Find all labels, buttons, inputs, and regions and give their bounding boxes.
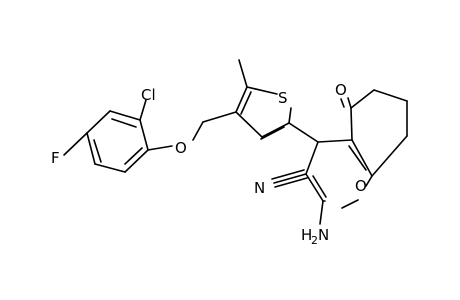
atom-nh2: H 2 N [301,226,329,247]
bond [317,139,353,143]
atom-o-pyran: O [355,177,367,195]
bond-c-o-ether [147,145,173,151]
bond [371,135,408,177]
bond [261,122,290,138]
atom-label-o-pyran: O [355,177,367,195]
bond-c-cl [139,99,147,121]
bond [288,107,292,124]
atom-label-f: F [51,149,60,167]
bond [312,175,327,198]
bond [111,118,137,128]
bond [86,132,96,165]
bond [351,139,373,177]
atom-label-nh2-n: N [318,226,329,244]
bond [235,111,263,138]
atom-n-nitrile: N [254,179,265,197]
bond-nitrile [273,173,307,184]
bond [235,86,248,113]
bond [305,141,319,175]
bond-methyl [238,59,248,88]
bond [240,91,252,115]
atom-f: F [51,149,60,167]
chlorofluorophenyl-ring [86,110,149,173]
bond-c-o-ketone [340,98,345,108]
bond [139,119,149,151]
bond [373,89,408,102]
atom-s: S [278,89,288,107]
bond [350,107,353,141]
bond-ch2-thiophene [202,111,237,123]
bond [93,139,102,163]
bond [109,110,141,121]
atom-o-ketone: O [335,81,347,99]
thiophene-ring [235,86,292,140]
atom-label-nh2-sub: 2 [311,234,318,247]
bond-nitrile [274,177,308,188]
bond [350,89,375,109]
bond-nitrile [271,169,305,180]
bond [124,149,149,173]
bond [260,126,285,140]
bond-thiophene-c4 [288,122,319,143]
atom-label-nh2-h: H [301,226,312,244]
bond [246,86,278,95]
atom-cl: Cl [141,86,156,104]
atom-label-cl: Cl [141,86,156,104]
bond-c-o-ketone [347,97,352,109]
bond [341,199,359,209]
atom-label-n: N [254,179,265,197]
bond [365,175,373,187]
cyclohexanone-ring [350,89,408,177]
bond [124,147,143,165]
atom-label-s: S [278,89,288,107]
bond [86,110,111,134]
atom-label-o-ketone: O [335,81,347,99]
bond [348,145,367,171]
pyran-ring [305,139,373,209]
bond-c-nh2 [319,200,324,225]
bond-o-ch2 [192,121,204,141]
bond-c-f [63,132,88,156]
bond [94,163,126,173]
atom-label-o-ether: O [175,139,187,157]
bond [305,173,324,202]
atom-o-ether: O [175,139,187,157]
